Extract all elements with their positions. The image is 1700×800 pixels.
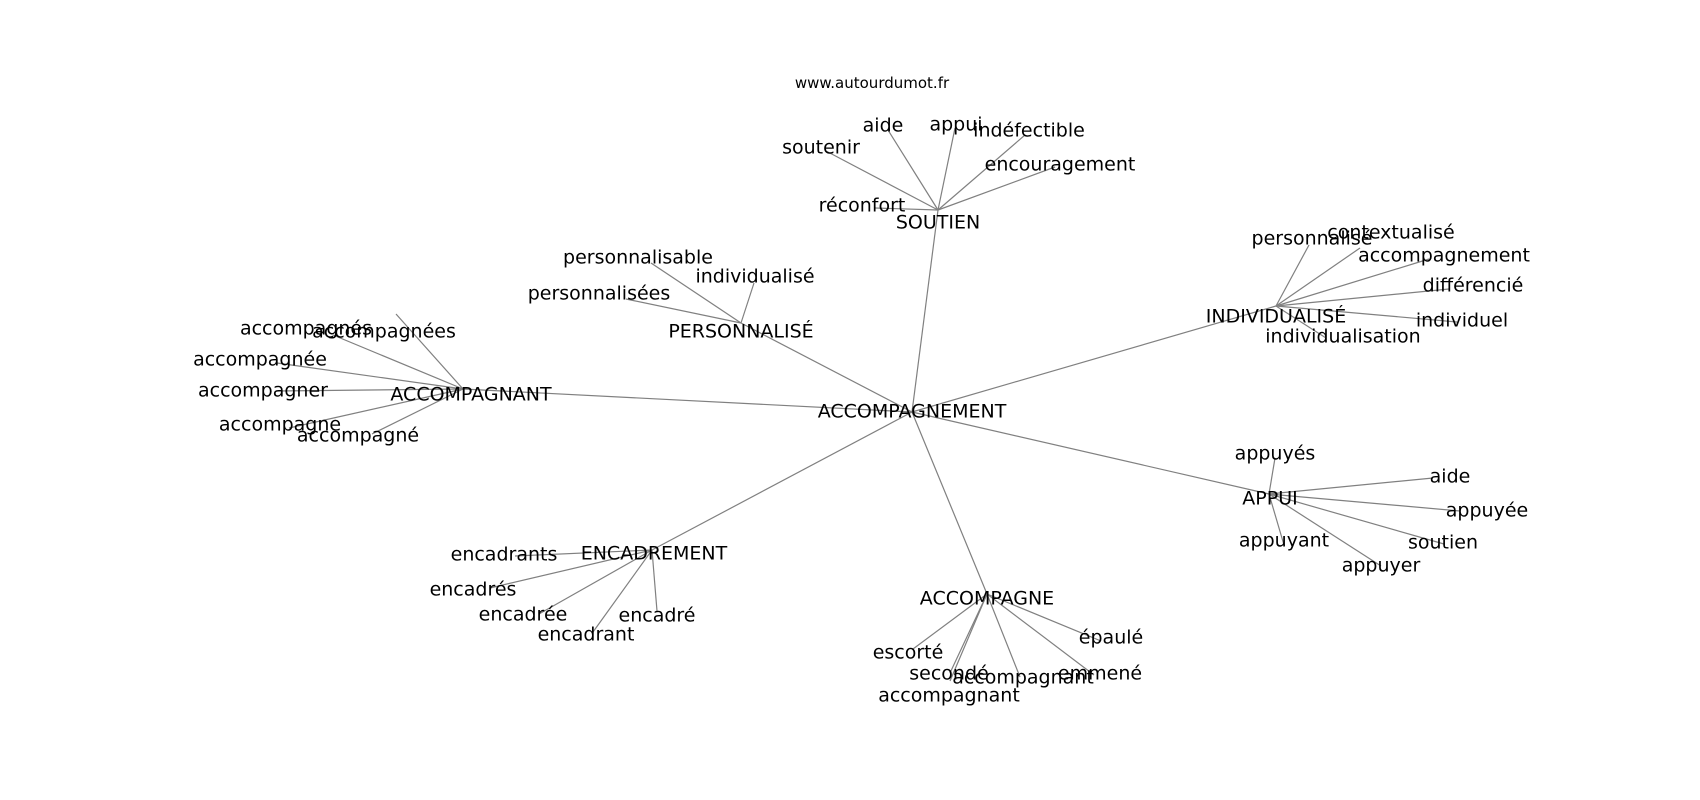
edge-personnalise-2 [625, 298, 742, 324]
edge-encadrement-1 [489, 549, 653, 589]
edge-soutien-4 [937, 166, 1056, 211]
leaf-node-appui: soutien [1408, 532, 1478, 554]
edge-soutien-3 [825, 150, 939, 211]
hub-node-personnalise: PERSONNALISÉ [668, 320, 813, 343]
edge-accompagne-5 [949, 593, 988, 682]
leaf-node-encadrement: encadrant [538, 624, 635, 646]
edge-individualise-3 [1275, 288, 1450, 307]
leaf-node-individualise: contextualisé [1327, 222, 1454, 244]
watermark-text: www.autourdumot.fr [795, 74, 950, 92]
edge-appui-3 [1268, 493, 1445, 545]
edge-accompagnant-4 [288, 388, 464, 429]
edge-individualise-4 [1275, 305, 1458, 323]
leaf-node-appui: aide [1430, 466, 1471, 488]
leaf-node-accompagnant: accompagne [219, 414, 341, 436]
leaf-node-accompagne: accompagnant [952, 667, 1094, 689]
edge-encadrement-3 [651, 549, 658, 612]
leaf-node-accompagne: secondé [909, 663, 988, 685]
edge-soutien-1 [937, 127, 956, 211]
leaf-node-individualise: différencié [1423, 275, 1524, 297]
edge-accompagne-3 [986, 593, 1021, 678]
leaf-node-individualise: individuel [1416, 310, 1508, 332]
graph-labels: www.autourdumot.fr ACCOMPAGNEMENT SOUTIEN… [193, 74, 1530, 707]
edge-appui-2 [1268, 493, 1461, 512]
leaf-node-accompagne: épaulé [1079, 627, 1143, 649]
edge-encadrement-4 [592, 549, 653, 633]
hub-node-soutien: SOUTIEN [896, 212, 980, 234]
edge-accompagnant-1 [395, 313, 464, 390]
leaf-node-accompagnant: accompagnée [193, 349, 327, 371]
leaf-node-accompagne: emmené [1058, 663, 1142, 685]
edge-soutien-2 [937, 134, 1026, 211]
hub-node-individualise: INDIVIDUALISÉ [1206, 305, 1346, 328]
edge-soutien-5 [874, 207, 939, 211]
edge-center-encadrement [651, 411, 913, 551]
edge-appui-5 [1268, 493, 1382, 567]
leaf-node-personnalise: personnalisées [528, 283, 671, 305]
edge-accompagnant-2 [276, 362, 464, 390]
leaf-node-encadrement: encadrée [479, 604, 568, 626]
hub-node-appui: APPUI [1242, 488, 1297, 510]
edge-center-appui [911, 411, 1270, 495]
leaf-node-individualise: accompagnement [1358, 245, 1530, 267]
edge-appui-4 [1268, 493, 1285, 546]
edge-center-individualise [911, 305, 1277, 413]
leaf-node-soutien: indéfectible [973, 120, 1085, 142]
edge-accompagne-4 [986, 593, 1095, 676]
hub-node-encadrement: ENCADREMENT [581, 543, 728, 565]
edge-accompagne-0 [912, 593, 988, 650]
leaf-node-soutien: aide [863, 115, 904, 137]
edge-appui-1 [1268, 477, 1434, 495]
leaf-node-personnalise: individualisé [695, 266, 814, 288]
edge-accompagnant-3 [275, 388, 464, 392]
leaf-node-soutien: appui [929, 114, 982, 136]
leaf-node-individualise: personnalisé [1252, 228, 1373, 250]
leaf-node-soutien: soutenir [782, 137, 860, 159]
leaf-node-accompagne: escorté [873, 642, 944, 664]
edge-individualise-5 [1275, 305, 1327, 339]
leaf-node-appui: appuyée [1446, 500, 1528, 522]
leaf-node-accompagnant: accompagner [198, 380, 328, 402]
edge-appui-0 [1268, 457, 1276, 495]
edge-soutien-0 [887, 129, 939, 211]
leaf-node-appui: appuyant [1239, 530, 1329, 552]
edge-individualise-2 [1275, 258, 1430, 307]
leaf-node-accompagnant: accompagné [297, 425, 419, 447]
edge-center-accompagnant [462, 388, 913, 413]
edge-individualise-0 [1275, 244, 1310, 307]
leaf-node-accompagnant: accompagnés [240, 318, 372, 340]
edge-personnalise-0 [650, 262, 742, 324]
edge-accompagne-1 [986, 593, 1102, 642]
leaf-node-appui: appuyer [1342, 555, 1421, 577]
leaf-node-soutien: encouragement [985, 154, 1136, 176]
edge-individualise-1 [1275, 247, 1361, 307]
leaf-node-appui: appuyés [1235, 443, 1316, 465]
leaf-node-encadrement: encadrés [430, 579, 517, 601]
edge-center-personnalise [740, 322, 913, 413]
graph-edges [275, 127, 1461, 682]
edge-encadrement-0 [514, 549, 653, 557]
leaf-node-soutien: réconfort [819, 195, 906, 217]
leaf-node-encadrement: encadré [619, 605, 696, 627]
edge-accompagnant-0 [332, 334, 464, 390]
edge-center-soutien [911, 209, 939, 413]
center-node-label: ACCOMPAGNEMENT [818, 401, 1007, 423]
edge-personnalise-1 [740, 282, 755, 324]
leaf-node-accompagnant: accompagnées [312, 321, 456, 343]
leaf-node-individualise: individualisation [1265, 326, 1420, 348]
hub-node-accompagnant: ACCOMPAGNANT [390, 384, 552, 406]
edge-center-accompagne [911, 411, 988, 595]
leaf-node-accompagne: accompagnant [878, 685, 1020, 707]
leaf-node-encadrement: encadrants [451, 544, 558, 566]
edge-encadrement-2 [538, 549, 653, 615]
edge-accompagnant-5 [371, 388, 464, 435]
hub-node-accompagne: ACCOMPAGNE [920, 588, 1054, 610]
leaf-node-personnalise: personnalisable [563, 247, 713, 269]
